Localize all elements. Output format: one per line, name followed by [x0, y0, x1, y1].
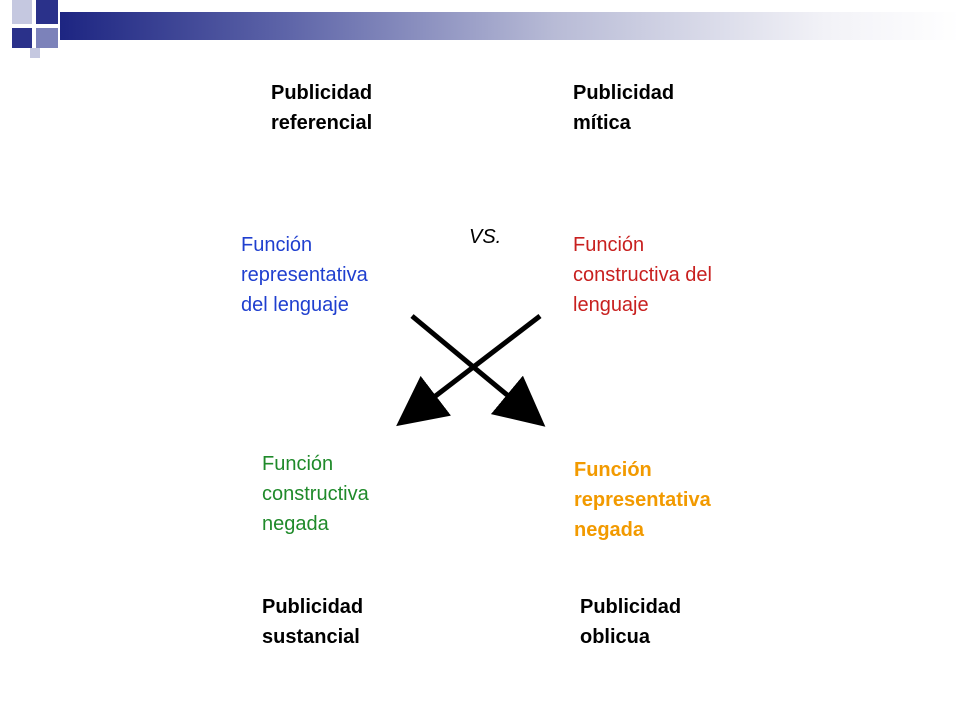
- publicidad-mitica-label: Publicidad mítica: [573, 82, 675, 134]
- arrow-to-representativa-negada: [410, 314, 546, 427]
- arrow-to-constructiva-negada: [396, 314, 542, 427]
- publicidad-referencial-label: Publicidad referencial: [271, 82, 373, 134]
- funcion-representativa-label: Función representativa del lenguaje: [241, 234, 368, 316]
- funcion-constructiva-label: Función constructiva del lenguaje: [573, 234, 712, 316]
- header-gradient-bar: [60, 12, 960, 40]
- publicidad-oblicua-label: Publicidad oblicua: [580, 596, 682, 648]
- decor-square: [36, 0, 58, 24]
- publicidad-sustancial-label: Publicidad sustancial: [262, 596, 364, 648]
- decor-square: [30, 48, 40, 58]
- vs-label: VS.: [469, 226, 502, 248]
- funcion-constructiva-negada-label: Función constructiva negada: [262, 453, 369, 535]
- decor-square: [12, 28, 32, 48]
- funcion-representativa-negada-label: Función representativa negada: [574, 459, 711, 541]
- decor-square: [36, 28, 58, 48]
- decor-square: [12, 0, 32, 24]
